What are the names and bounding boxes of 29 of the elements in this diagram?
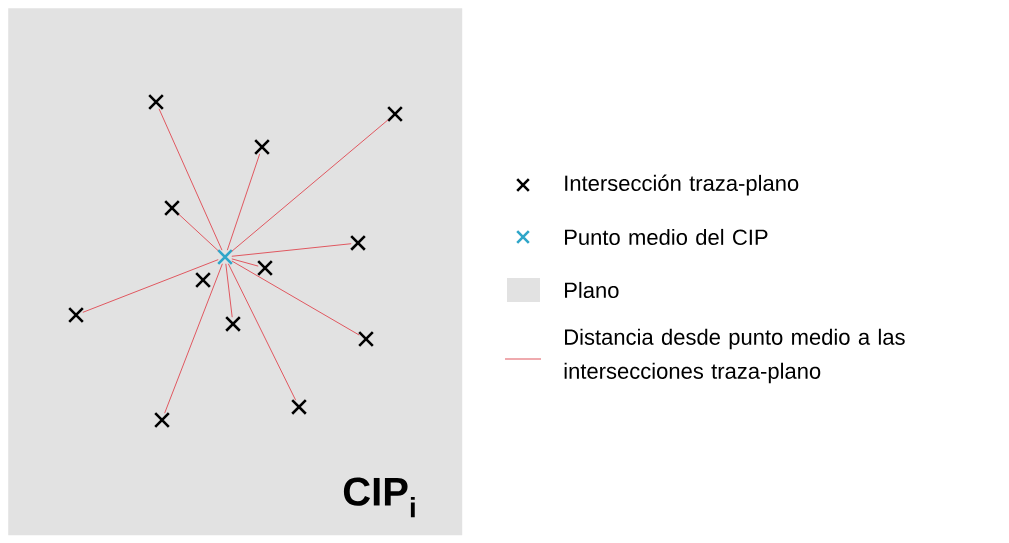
distance-line [164, 263, 223, 414]
legend-text: Intersección traza-plano [565, 174, 799, 196]
distance-line [226, 153, 261, 251]
intersection-cross [224, 315, 242, 333]
intersection-cross [357, 330, 375, 348]
intersection-cross [67, 306, 85, 324]
intersection-cross [147, 93, 165, 111]
distance-line [231, 260, 360, 336]
legend-text: Punto medio del CIP [565, 228, 768, 246]
distance-line [227, 263, 297, 401]
intersection-cross [253, 138, 271, 156]
intersection-cross [349, 234, 367, 252]
midpoint-cross [216, 248, 234, 266]
legend-text: Plano [565, 281, 619, 299]
intersection-cross [194, 271, 212, 289]
intersection-cross [256, 259, 274, 277]
distance-line [231, 258, 259, 267]
distance-line [158, 108, 223, 251]
distance-line [231, 243, 352, 257]
intersection-cross [153, 411, 171, 429]
intersection-cross [290, 398, 308, 416]
distance-line [82, 259, 219, 313]
intersection-cross [163, 199, 181, 217]
plane: CIP$_{i}$ [8, 8, 463, 536]
intersection-cross [386, 105, 404, 123]
distance-line [178, 213, 219, 252]
distance-line [231, 119, 389, 252]
legend-text: Distancia desde punto medio a las intersecciones traza-plano [564, 328, 905, 384]
distance-line [225, 263, 233, 318]
